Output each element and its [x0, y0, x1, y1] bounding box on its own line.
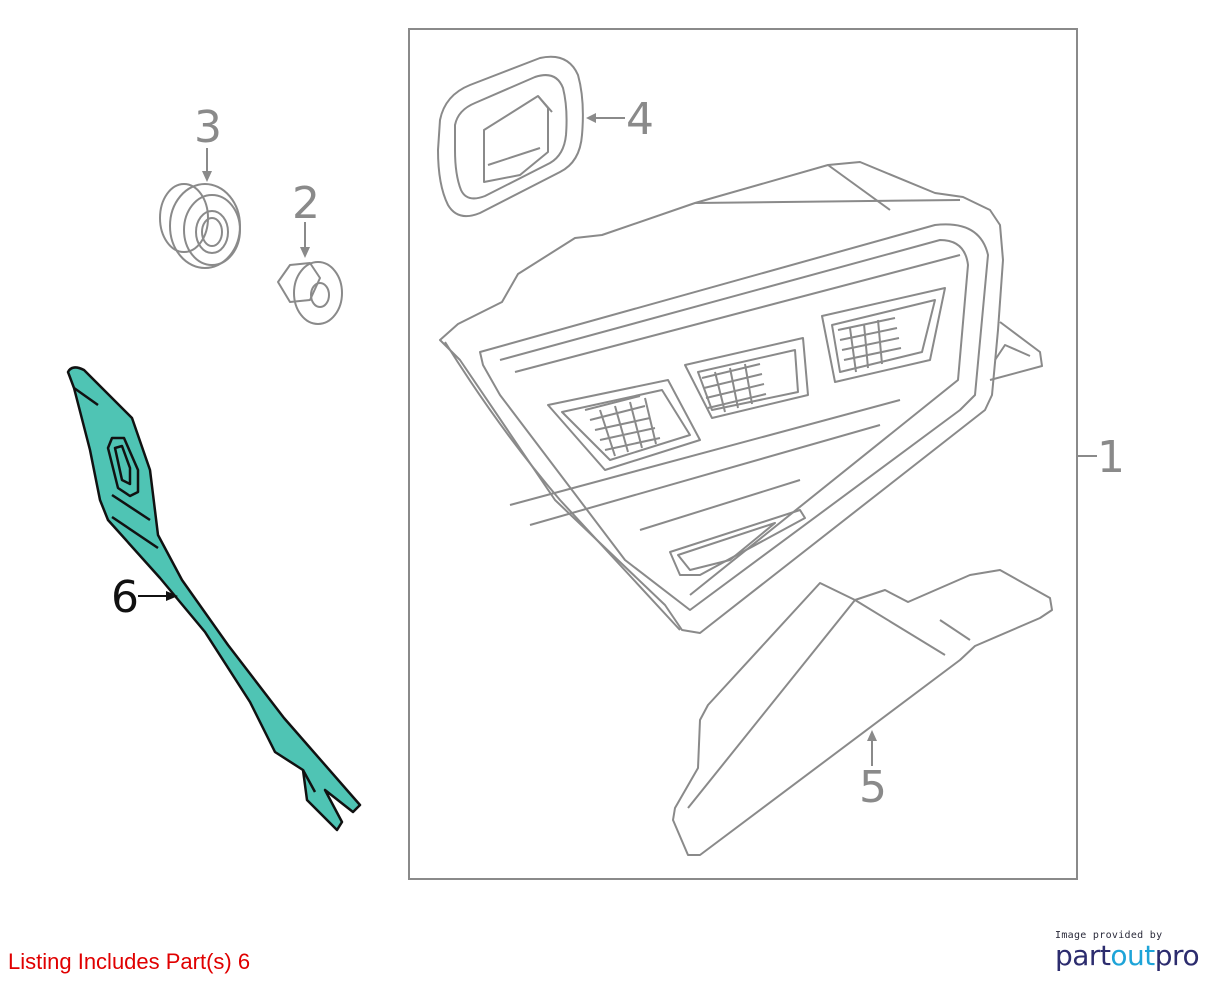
part-5-bracket [672, 569, 1053, 856]
callout-2: 2 [292, 178, 320, 229]
logo-pro: pro [1154, 939, 1200, 972]
part-2-nut [277, 261, 343, 325]
callout-6-arrowhead [166, 591, 178, 601]
callout-6: 6 [111, 572, 139, 623]
callout-3: 3 [194, 102, 222, 153]
logo-part: part [1055, 939, 1111, 972]
callout-5: 5 [859, 762, 887, 813]
callout-1: 1 [1097, 432, 1125, 483]
callout-5-arrowhead [867, 730, 877, 741]
part-1-tail-lamp [439, 161, 1043, 634]
listing-includes-text: Listing Includes Part(s) 6 [8, 949, 251, 974]
part-4-gasket [437, 55, 584, 218]
callout-4-arrowhead [586, 113, 596, 123]
part-3-grommet [159, 183, 241, 269]
image-provided-by-text: Image provided by [1055, 930, 1163, 941]
assembly-frame [408, 28, 1078, 880]
partoutpro-logo: partoutpro [1055, 941, 1215, 971]
callout-2-arrowhead [300, 247, 310, 258]
callout-4: 4 [626, 94, 654, 145]
logo-out: out [1110, 939, 1155, 972]
callout-3-arrowhead [202, 171, 212, 182]
partoutpro-branding: Image provided by partoutpro [1055, 930, 1215, 971]
